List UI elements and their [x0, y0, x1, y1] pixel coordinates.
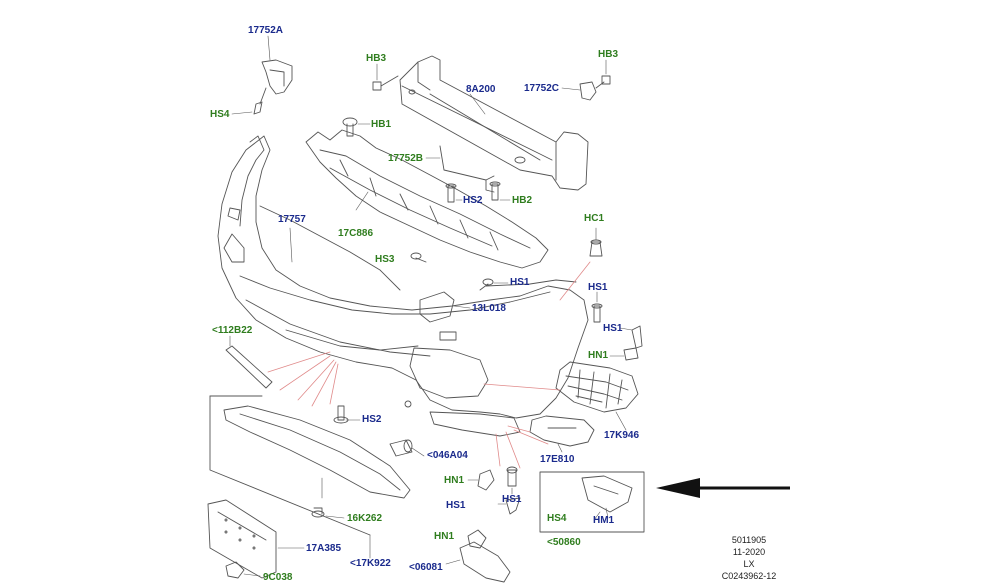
bumper-bracket-17c886 [305, 129, 549, 269]
label-17c886: 17C886 [338, 228, 374, 239]
label-17752b: 17752B [388, 153, 424, 164]
label-hs4-right: HS4 [547, 513, 567, 524]
trim-06081 [445, 541, 511, 583]
pointer-arrow-icon [656, 478, 790, 498]
label-9c038: 9C038 [263, 572, 293, 583]
label-hb3-left: HB3 [366, 53, 387, 64]
label-hs1-lower2: HS1 [446, 500, 466, 511]
label-17752a: 17752A [248, 25, 284, 36]
label-hs2-lower: HS2 [362, 414, 382, 425]
label-hs3: HS3 [375, 254, 395, 265]
bolt-hb3-right [595, 59, 611, 89]
callout-lines [267, 261, 591, 469]
reinforcement-beam-8a200 [399, 55, 589, 191]
label-16k262: 16K262 [347, 513, 383, 524]
reference-date: 11-2020 [732, 547, 766, 557]
label-hs1-mid: HS1 [510, 277, 530, 288]
bracket-17752a [261, 35, 293, 95]
screw-hs1-mid [479, 278, 509, 291]
sensor-046a04 [389, 439, 425, 457]
screw-hs4-top [231, 87, 267, 115]
clip-hc1 [589, 227, 603, 257]
label-hs1-right: HS1 [588, 282, 608, 293]
reference-model: LX [743, 559, 755, 569]
label-17a385: 17A385 [306, 543, 342, 554]
label-hn1-bottom: HN1 [434, 531, 455, 542]
label-hn1-lower: HN1 [444, 475, 465, 486]
bolt-hb1 [342, 117, 371, 137]
label-06081: <06081 [409, 562, 443, 573]
bracket-17752c [561, 81, 597, 101]
screw-hs1-right [591, 291, 603, 323]
screw-hs1-lower1 [506, 466, 518, 495]
label-112b22: <112B22 [212, 325, 253, 336]
lower-trim [429, 411, 521, 437]
screw-16k262 [311, 507, 345, 519]
cover-13l018 [419, 291, 471, 323]
label-17k922: <17K922 [350, 558, 391, 569]
inset-box-lower [209, 395, 411, 536]
bolt-hs2-hb2 [445, 181, 511, 203]
nut-hn1-lower [467, 469, 495, 491]
trim-strip-112b22 [225, 335, 273, 389]
diagram-reference-block: 5011905 11-2020 LX C0243962-12 [704, 534, 794, 582]
label-hc1: HC1 [584, 213, 605, 224]
label-046a04: <046A04 [427, 450, 468, 461]
label-hs4-top: HS4 [210, 109, 230, 120]
bracket-17752b [425, 145, 495, 193]
label-17752c: 17752C [524, 83, 560, 94]
label-hb1: HB1 [371, 119, 392, 130]
label-17e810: 17E810 [540, 454, 575, 465]
label-hs1-lower1: HS1 [502, 494, 522, 505]
bolt-hb3-left [372, 63, 399, 91]
label-hs2-top: HS2 [463, 195, 483, 206]
inset-box-right [539, 471, 645, 533]
label-hb3-right: HB3 [598, 49, 619, 60]
label-8a200: 8A200 [466, 84, 496, 95]
label-50860: <50860 [547, 537, 581, 548]
label-hn1-right: HN1 [588, 350, 609, 361]
trim-17e810 [529, 415, 595, 453]
label-13l018: 13L018 [472, 303, 506, 314]
nut-hn1-bottom [467, 529, 487, 549]
screw-hs3 [410, 252, 427, 263]
license-plate-17a385 [207, 499, 305, 579]
screw-hs1-right2 [619, 325, 643, 349]
label-hb2: HB2 [512, 195, 533, 206]
nut-hn1-right [609, 347, 639, 361]
bumper-cover [217, 135, 589, 419]
label-17k946: 17K946 [604, 430, 640, 441]
screw-hs1-lower2 [497, 497, 521, 515]
label-hs1-right2: HS1 [603, 323, 623, 334]
part-9c038 [225, 561, 261, 579]
grille-17k946 [555, 361, 639, 431]
label-hm1: HM1 [593, 515, 615, 526]
label-17757: 17757 [278, 214, 306, 225]
reference-code: C0243962-12 [721, 571, 777, 581]
screw-hs2-lower [333, 405, 361, 424]
reference-number: 5011905 [731, 535, 767, 545]
